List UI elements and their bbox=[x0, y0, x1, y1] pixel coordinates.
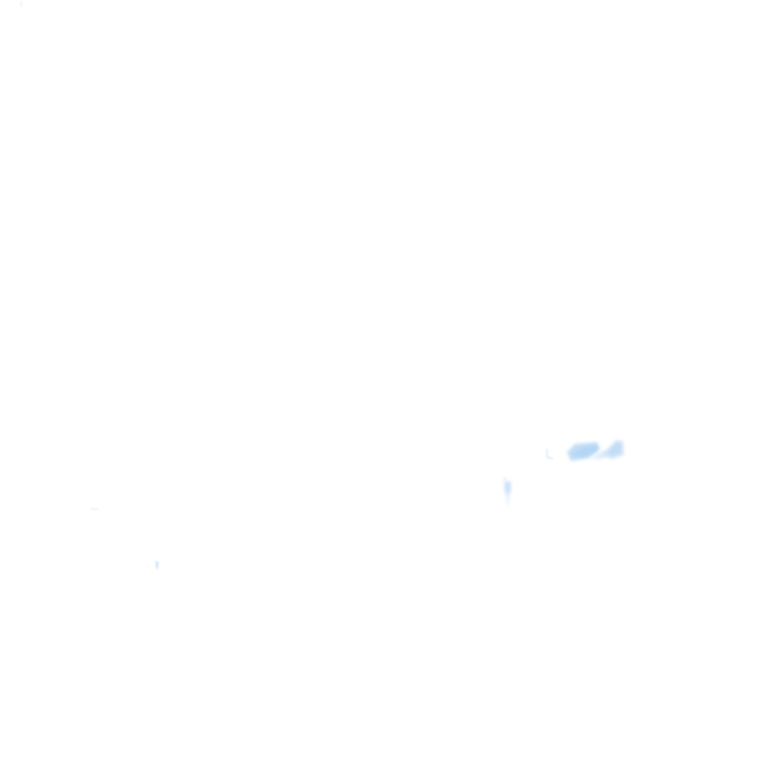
vertical-droplet-mark bbox=[504, 481, 511, 508]
mid-left-trace-speck bbox=[168, 535, 171, 539]
small-hook-mark bbox=[546, 449, 553, 460]
upper-right-trace-speck bbox=[626, 445, 630, 449]
stroke-tail-wisp bbox=[590, 450, 612, 460]
lower-left-dot bbox=[147, 565, 151, 569]
left-dash-mark bbox=[90, 508, 98, 510]
upper-brush-stroke bbox=[567, 442, 600, 461]
lower-left-tick-mark bbox=[155, 561, 159, 569]
top-left-corner-speck bbox=[20, 1, 23, 7]
left-trace-speck bbox=[134, 522, 137, 527]
droplet-top-speck bbox=[503, 477, 506, 481]
right-brush-stroke bbox=[601, 440, 624, 459]
